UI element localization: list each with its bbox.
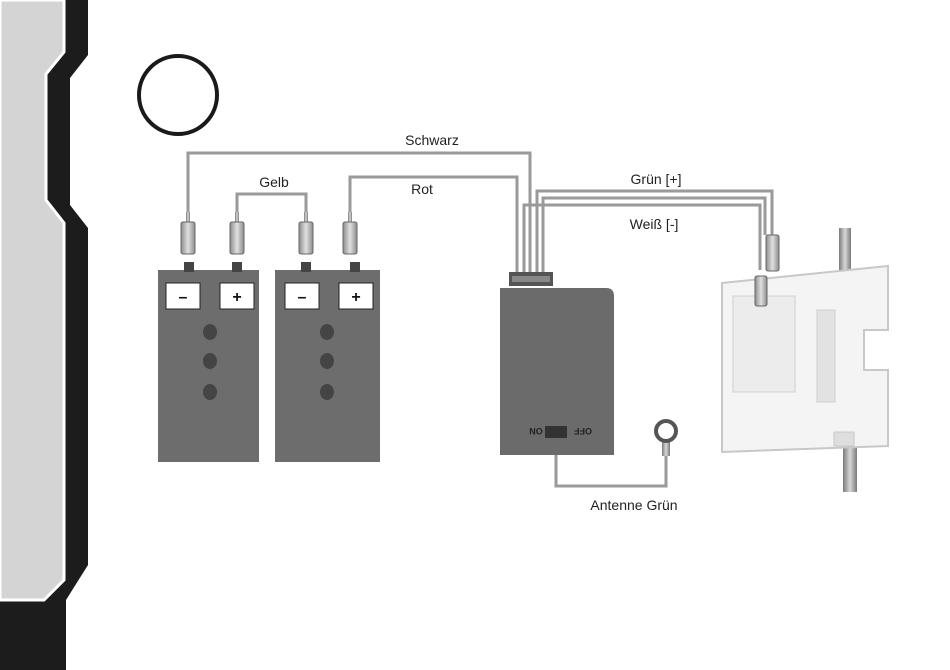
battery-2-minus-label: – [298,289,307,306]
connector-gelb-a [230,212,244,254]
label-antenne: Antenne Grün [590,497,677,513]
battery-1: – + [158,262,259,462]
battery-connectors [181,212,357,254]
switch-on-label: ON [529,426,543,436]
connector-gelb-b [299,212,313,254]
servo-connector-weiss [755,276,767,306]
connector-rot [343,212,357,254]
servo-connector-gruen [766,235,779,271]
connector-schwarz [181,212,195,254]
label-gruen: Grün [+] [631,171,682,187]
switch-off-label: OFF [574,426,592,436]
wire-weiss-b [543,198,765,278]
battery-2-plus-label: + [351,289,360,306]
battery-2: – + [275,262,380,462]
page-side-tab [0,0,88,670]
label-rot: Rot [411,181,433,197]
step-number-circle [139,56,217,134]
wire-schwarz [188,153,530,278]
servo [722,228,888,492]
label-weiss: Weiß [-] [630,216,679,232]
label-schwarz: Schwarz [405,132,459,148]
wire-rot [350,177,517,278]
wire-antenne [556,452,666,486]
wire-gelb [237,194,306,224]
power-switch[interactable] [545,426,567,438]
battery-1-plus-label: + [232,289,241,306]
battery-1-minus-label: – [179,289,188,306]
label-gelb: Gelb [259,174,289,190]
antenna-ring-terminal [656,421,676,456]
receiver: ON OFF [500,272,614,455]
